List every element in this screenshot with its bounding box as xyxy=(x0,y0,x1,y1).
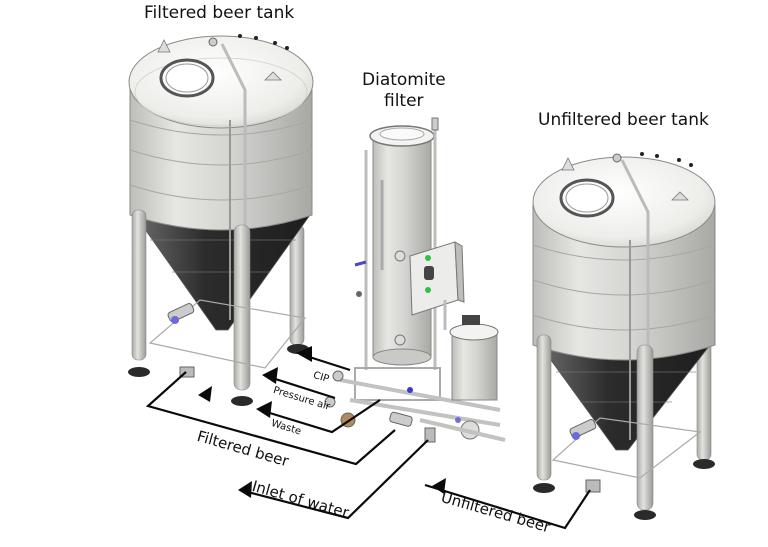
waste-arrow-icon xyxy=(256,401,272,418)
waste-line xyxy=(259,399,381,434)
indicator-light-top xyxy=(425,255,431,261)
filtered-beer-line xyxy=(145,371,396,466)
unfiltered-beer-arrow-icon xyxy=(432,478,446,494)
selector-switch[interactable] xyxy=(424,266,434,280)
cip-arrow-icon xyxy=(296,346,312,362)
dosing-vessel xyxy=(419,300,506,443)
inlet-of-water-line xyxy=(239,439,429,520)
flow-arrowheads xyxy=(198,346,446,498)
indicator-light-bottom xyxy=(425,287,431,293)
filtered-beer-tank-label: Filtered beer tank xyxy=(144,3,295,23)
unfiltered-beer-line xyxy=(424,483,591,530)
filtered-beer-arrow-icon xyxy=(198,386,212,402)
pressure-air-arrow-icon xyxy=(262,367,278,384)
diatomite-filter-label-line1: Diatomite xyxy=(362,70,446,90)
pressure-air-line xyxy=(265,374,336,400)
diatomite-filter xyxy=(324,117,501,428)
filtered-beer-tank xyxy=(128,34,314,406)
control-box[interactable] xyxy=(409,241,465,316)
inlet-of-water-arrow-icon xyxy=(238,481,252,498)
diatomite-filter-label-line2: filter xyxy=(384,91,424,111)
unfiltered-beer-tank xyxy=(532,152,716,520)
unfiltered-beer-tank-label: Unfiltered beer tank xyxy=(538,110,709,130)
